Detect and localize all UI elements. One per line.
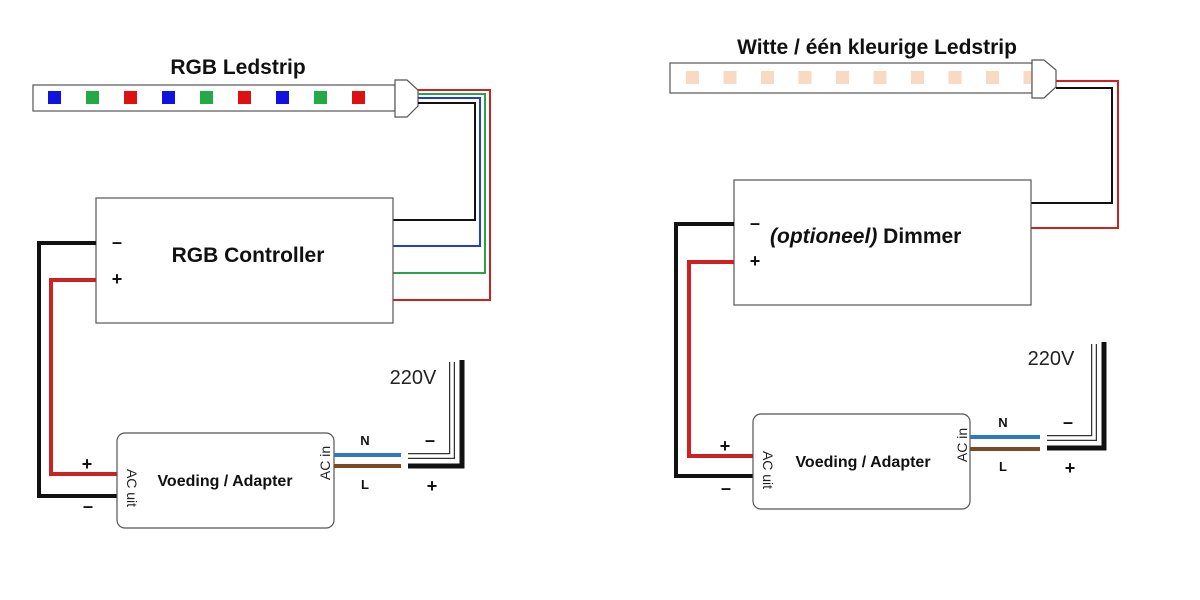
rgb-live-label: L bbox=[361, 477, 369, 492]
controller-plus-label: + bbox=[112, 269, 123, 289]
rgb-controller: RGB Controller – + bbox=[95, 197, 394, 324]
white-led bbox=[836, 71, 849, 84]
white-led bbox=[873, 71, 887, 84]
rgb-diagram: RGB Ledstrip RGB Controller – + bbox=[32, 56, 491, 529]
white-adapter-label: Voeding / Adapter bbox=[795, 454, 930, 471]
controller-minus-label: – bbox=[112, 232, 122, 252]
white-led bbox=[761, 71, 774, 84]
dimmer-plus-label: + bbox=[750, 251, 761, 271]
rgb-ac-out-label: AC uit bbox=[124, 469, 140, 507]
rgb-led bbox=[238, 91, 251, 104]
white-strip-title: Witte / één kleurige Ledstrip bbox=[737, 36, 1017, 59]
white-ac-wires bbox=[970, 435, 1040, 451]
white-mains-voltage: 220V bbox=[1028, 348, 1075, 370]
white-diagram: Witte / één kleurige Ledstrip (optioneel… bbox=[669, 36, 1119, 510]
dimmer-positive-wire bbox=[687, 260, 753, 458]
white-led bbox=[723, 71, 737, 84]
rgb-adapter-minus: – bbox=[83, 496, 93, 516]
rgb-strip-connector bbox=[394, 79, 419, 118]
white-mains-white-wire bbox=[1047, 344, 1096, 440]
blue-channel-wire bbox=[393, 97, 481, 247]
rgb-dc-wires bbox=[37, 241, 117, 498]
white-ac-in-label: AC in bbox=[954, 428, 970, 462]
strip-positive-wire bbox=[1031, 80, 1119, 229]
rgb-led-strip bbox=[32, 79, 419, 118]
rgb-ac-wires bbox=[334, 453, 401, 468]
white-adapter: Voeding / Adapter AC uit AC in + – bbox=[720, 413, 971, 510]
dc-positive-wire bbox=[49, 278, 117, 476]
white-mains-plus: + bbox=[1065, 458, 1076, 478]
rgb-controller-label: RGB Controller bbox=[172, 244, 325, 267]
mains-black-wire bbox=[408, 360, 465, 469]
rgb-mains-minus: – bbox=[425, 430, 435, 450]
rgb-led bbox=[48, 91, 61, 104]
white-mains-minus: – bbox=[1063, 412, 1073, 432]
mains-white-wire bbox=[408, 362, 454, 458]
white-adapter-minus: – bbox=[721, 478, 731, 498]
dimmer-negative-wire bbox=[674, 222, 753, 478]
dimmer-name-text: Dimmer bbox=[877, 225, 961, 248]
white-led bbox=[948, 71, 962, 84]
common-wire bbox=[393, 102, 476, 221]
dimmer: (optioneel) Dimmer – + bbox=[733, 179, 1032, 306]
white-led bbox=[798, 71, 812, 84]
rgb-led bbox=[276, 91, 289, 104]
rgb-mains-cable bbox=[408, 360, 465, 469]
dimmer-box bbox=[733, 179, 1032, 306]
white-live-label: L bbox=[999, 459, 1007, 474]
white-mains-black-wire bbox=[1047, 342, 1107, 451]
green-channel-wire bbox=[393, 93, 486, 274]
rgb-mains-plus: + bbox=[427, 476, 438, 496]
rgb-strip-title: RGB Ledstrip bbox=[170, 56, 305, 79]
rgb-led bbox=[200, 91, 213, 104]
rgb-adapter: Voeding / Adapter AC uit AC in + – bbox=[82, 432, 335, 529]
white-strip-connector bbox=[1031, 59, 1057, 99]
white-mains-cable bbox=[1047, 342, 1107, 451]
rgb-led bbox=[352, 91, 365, 104]
rgb-led bbox=[162, 91, 175, 104]
rgb-led-row bbox=[48, 91, 365, 104]
white-adapter-box bbox=[752, 413, 971, 510]
dimmer-label: (optioneel) Dimmer bbox=[770, 225, 961, 248]
rgb-signal-wires bbox=[393, 89, 491, 301]
dimmer-minus-label: – bbox=[750, 213, 760, 233]
dc-negative-wire bbox=[37, 241, 117, 498]
red-channel-wire bbox=[393, 89, 491, 301]
white-ac-out-label: AC uit bbox=[760, 451, 776, 489]
rgb-led bbox=[86, 91, 99, 104]
white-dc-wires bbox=[674, 222, 753, 478]
white-led bbox=[686, 71, 699, 84]
rgb-mains-voltage: 220V bbox=[390, 367, 437, 389]
white-adapter-plus: + bbox=[720, 436, 731, 456]
white-strip-wires bbox=[1031, 80, 1119, 229]
rgb-adapter-plus: + bbox=[82, 454, 93, 474]
rgb-ac-in-label: AC in bbox=[317, 446, 333, 480]
strip-negative-wire bbox=[1031, 87, 1113, 204]
white-led bbox=[986, 71, 999, 84]
rgb-adapter-label: Voeding / Adapter bbox=[157, 473, 292, 490]
white-led bbox=[911, 71, 924, 84]
rgb-led bbox=[124, 91, 137, 104]
rgb-neutral-label: N bbox=[360, 433, 369, 448]
rgb-controller-box bbox=[95, 197, 394, 324]
rgb-led bbox=[314, 91, 327, 104]
white-led-strip bbox=[669, 59, 1057, 99]
rgb-adapter-box bbox=[116, 432, 335, 529]
white-neutral-label: N bbox=[998, 415, 1007, 430]
dimmer-optional-text: (optioneel) bbox=[770, 225, 877, 248]
